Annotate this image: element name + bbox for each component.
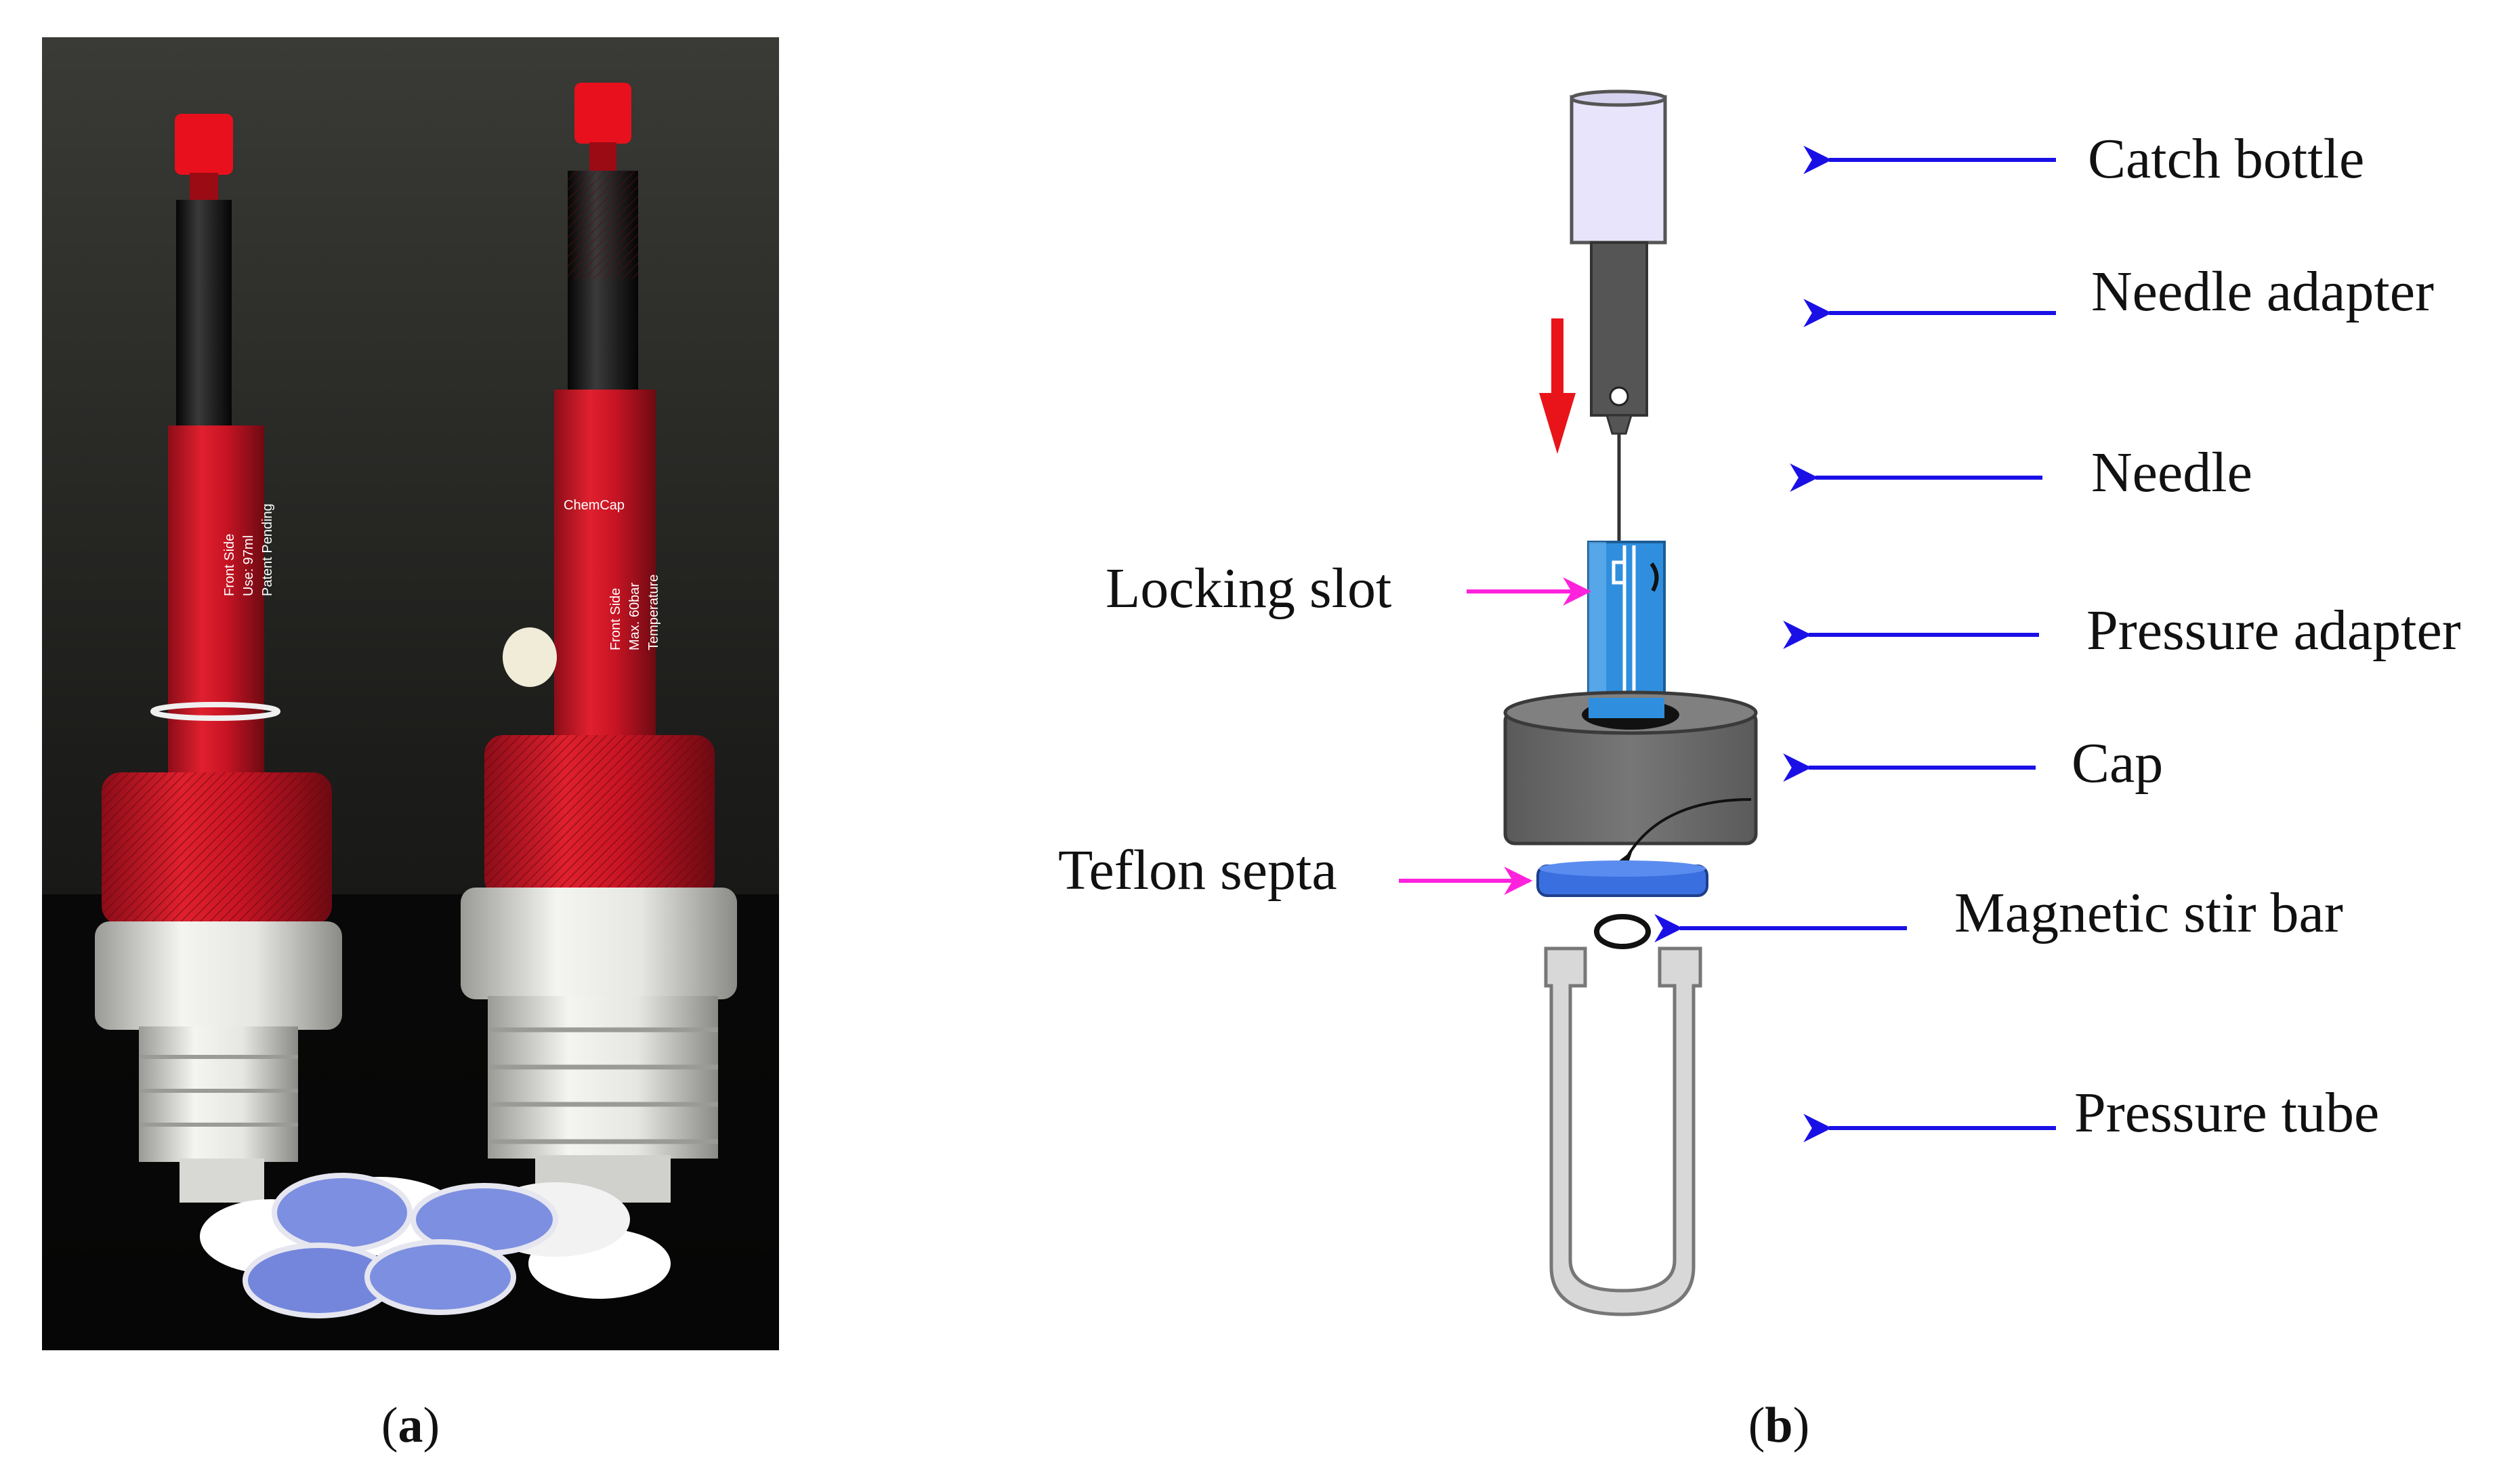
left-device-text-3: Patent Pending (260, 503, 275, 596)
magnetic-stir-bar (1594, 914, 1651, 949)
left-white-collar (95, 921, 342, 1030)
label-cap: Cap (2072, 732, 2163, 795)
panel-b-diagram: Catch bottle Needle adapter Needle Locki… (1058, 89, 2461, 1316)
right-pressure-device: ChemCap Front Side Max. 60bar Temperatur… (461, 83, 737, 1203)
right-white-knob (503, 627, 557, 687)
label-magnetic-stir-bar: Magnetic stir bar (1954, 881, 2343, 944)
left-red-adapter (168, 425, 264, 785)
catch-bottle (1570, 89, 1667, 245)
red-down-arrow (1539, 318, 1576, 454)
needle-adapter (1590, 241, 1648, 435)
pressure-tube (1544, 946, 1702, 1316)
left-black-stem (176, 200, 232, 434)
right-white-thread (488, 996, 718, 1159)
left-white-thread (139, 1026, 298, 1162)
septa-disk-blue (272, 1173, 413, 1253)
right-red-knob (574, 83, 631, 144)
label-catch-bottle: Catch bottle (2088, 127, 2364, 190)
right-device-text-1: Front Side (608, 588, 623, 650)
caption-b: (b) (1748, 1398, 1809, 1453)
label-locking-slot: Locking slot (1106, 557, 1391, 620)
label-teflon-septa: Teflon septa (1058, 839, 1337, 902)
right-white-collar (461, 888, 737, 999)
label-pressure-adapter: Pressure adapter (2086, 599, 2461, 662)
label-needle-adapter: Needle adapter (2091, 260, 2434, 323)
left-device-text-2: Use: 97ml (241, 535, 256, 596)
teflon-septa (1536, 860, 1708, 897)
left-pressure-device: Front Side Use: 97ml Patent Pending (95, 114, 342, 1203)
right-device-text-3: Temperature (646, 575, 661, 650)
septa-disks (200, 1173, 671, 1318)
right-device-text-2: Max. 60bar (627, 583, 642, 650)
right-device-brand: ChemCap (564, 498, 625, 513)
cap (1503, 690, 1758, 871)
right-red-adapter (554, 390, 656, 776)
caption-a: (a) (381, 1398, 440, 1453)
left-device-text-1: Front Side (222, 534, 237, 596)
left-red-knob (175, 114, 233, 175)
label-needle: Needle (2091, 441, 2252, 504)
label-pressure-tube: Pressure tube (2074, 1081, 2379, 1144)
septa-disk-blue (364, 1239, 516, 1315)
left-o-ring (150, 702, 280, 721)
panel-a-photo: Front Side Use: 97ml Patent Pending C (42, 37, 779, 1350)
